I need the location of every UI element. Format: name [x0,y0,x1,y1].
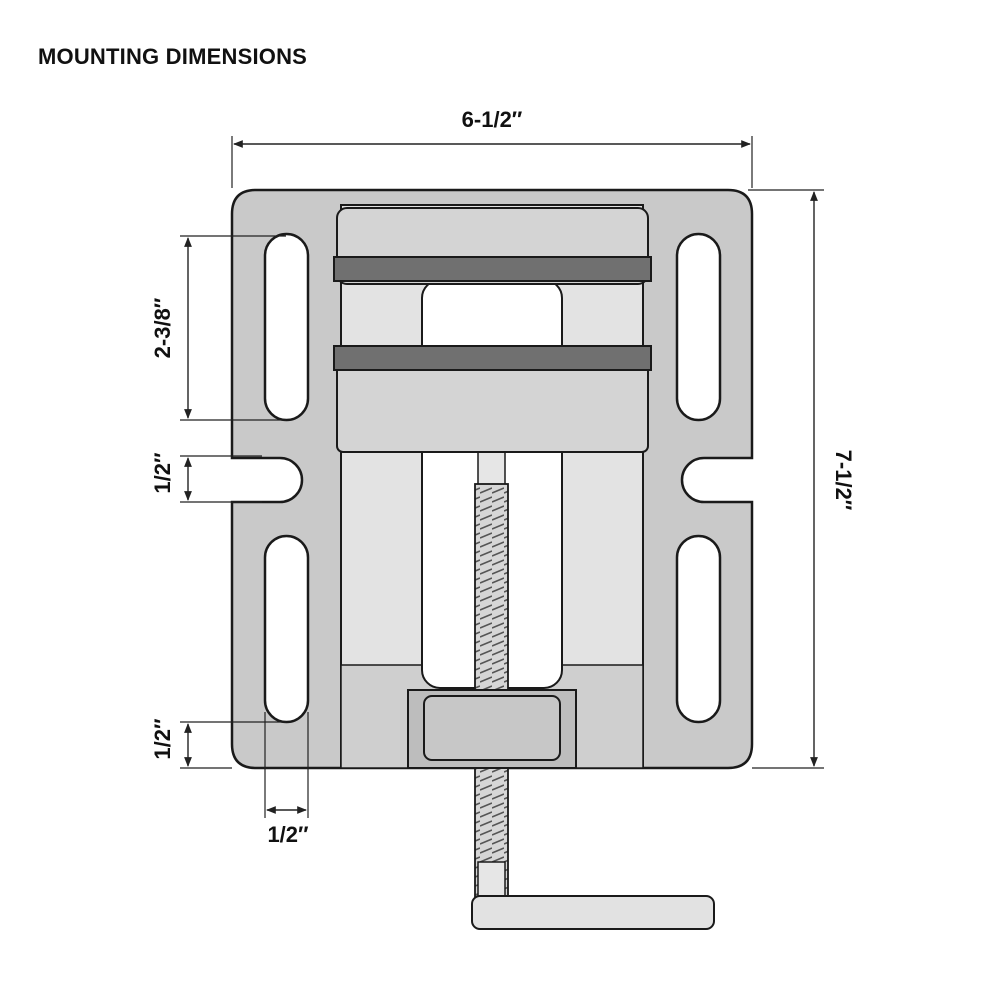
fixed-jaw-insert [333,256,652,282]
page-title: MOUNTING DIMENSIONS [38,44,308,69]
mounting-slot-top-left [263,232,310,422]
dim-label-overall-height: 7-1/2″ [831,450,856,511]
handle-bar [471,895,715,930]
mounting-slot-top-right [675,232,722,422]
mounting-slot-bottom-left [263,534,310,724]
dim-label-slot-length: 2-3/8″ [150,297,175,358]
dim-label-slot-width: 1/2″ [267,822,309,847]
moving-jaw-insert [333,345,652,371]
dim-label-bottom-margin: 1/2″ [150,718,175,760]
dim-label-overall-width: 6-1/2″ [462,107,523,132]
dim-label-notch-width: 1/2″ [150,452,175,494]
screw-nut-face [423,695,561,761]
mounting-slot-bottom-right [675,534,722,724]
moving-jaw [336,359,649,453]
